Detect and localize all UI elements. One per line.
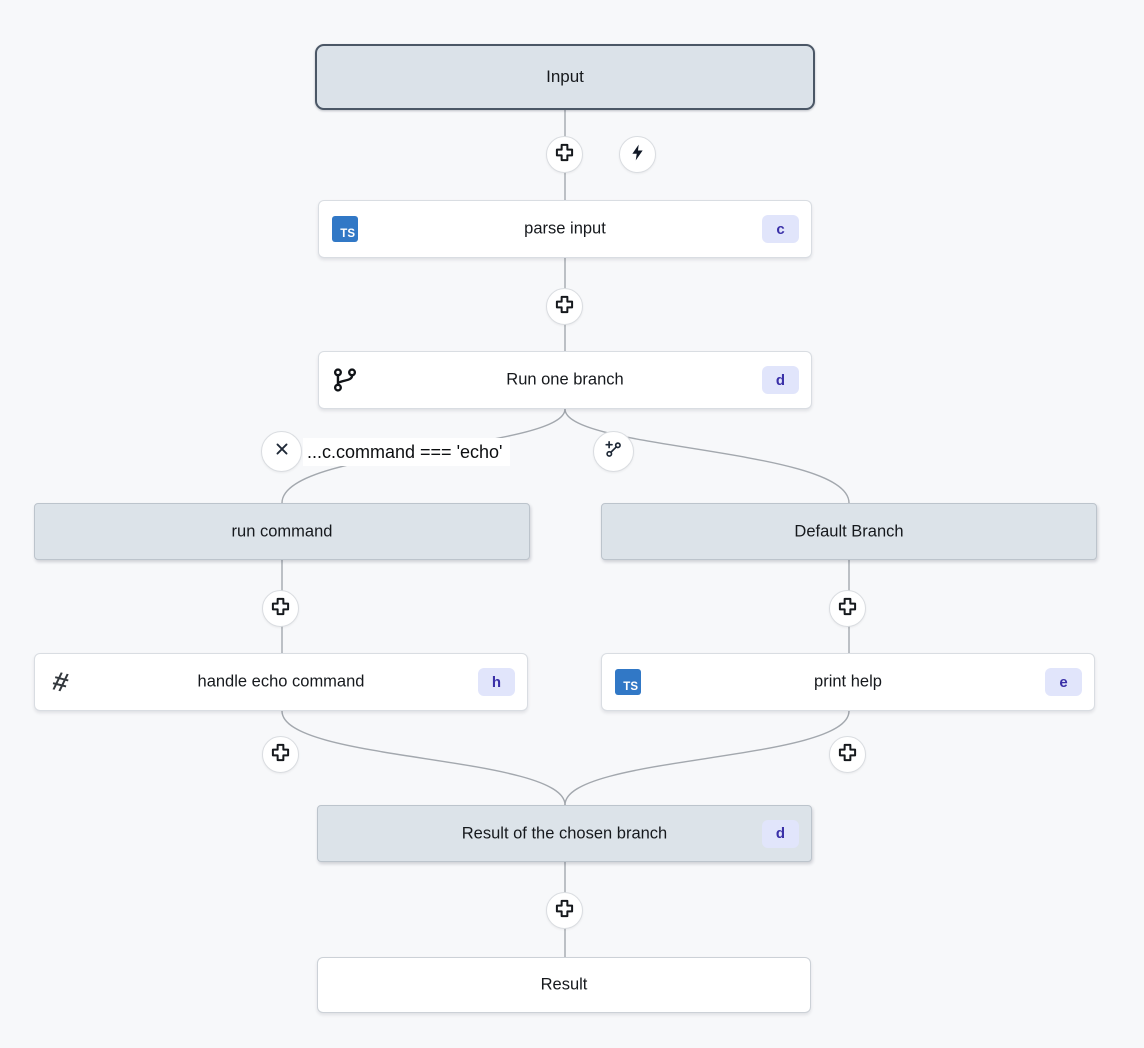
node-id-badge: c [762, 215, 799, 243]
branch-header-run-command[interactable]: run command [34, 503, 530, 560]
node-id-badge: d [762, 819, 799, 848]
x-icon [272, 439, 292, 464]
typescript-icon: TS [615, 669, 641, 695]
plus-icon [838, 597, 857, 621]
add-branch-button[interactable] [593, 431, 634, 472]
node-handle-echo-command[interactable]: # handle echo command h [34, 653, 528, 711]
node-print-help[interactable]: TS print help e [601, 653, 1095, 711]
branch-header-label: run command [231, 522, 333, 540]
node-label: print help [814, 672, 882, 691]
plus-icon [271, 597, 290, 621]
plus-icon [271, 743, 290, 767]
plus-icon [555, 143, 574, 167]
node-parse-input[interactable]: TS parse input c [318, 200, 812, 258]
insert-step-button[interactable] [546, 136, 583, 173]
node-branch-result[interactable]: Result of the chosen branch d [317, 805, 812, 862]
node-run-one-branch[interactable]: Run one branch d [318, 351, 812, 409]
branch-header-default[interactable]: Default Branch [601, 503, 1097, 560]
plus-icon [838, 743, 857, 767]
insert-step-button[interactable] [829, 736, 866, 773]
branch-condition-label: ...c.command === 'echo' [303, 438, 511, 466]
flow-result-node[interactable]: Result [317, 957, 811, 1013]
flow-input-node[interactable]: Input [315, 44, 815, 110]
lightning-icon [628, 143, 647, 167]
add-branch-icon [603, 439, 624, 465]
insert-step-button[interactable] [546, 288, 583, 325]
node-label: handle echo command [197, 672, 365, 691]
flow-input-label: Input [546, 67, 584, 86]
insert-step-button[interactable] [829, 590, 866, 627]
node-id-badge: e [1045, 668, 1082, 696]
flow-result-label: Result [540, 975, 588, 994]
typescript-icon: TS [332, 216, 358, 242]
node-id-badge: d [762, 366, 799, 394]
remove-branch-button[interactable] [261, 431, 302, 472]
branch-result-label: Result of the chosen branch [461, 824, 668, 842]
branch-header-label: Default Branch [794, 522, 904, 540]
node-label: parse input [524, 219, 606, 238]
insert-step-button[interactable] [546, 892, 583, 929]
node-id-badge: h [478, 668, 515, 696]
insert-step-button[interactable] [262, 736, 299, 773]
trigger-button[interactable] [619, 136, 656, 173]
plus-icon [555, 295, 574, 319]
node-label: Run one branch [506, 370, 624, 389]
insert-step-button[interactable] [262, 590, 299, 627]
git-branch-icon [332, 367, 358, 393]
plus-icon [555, 899, 574, 923]
